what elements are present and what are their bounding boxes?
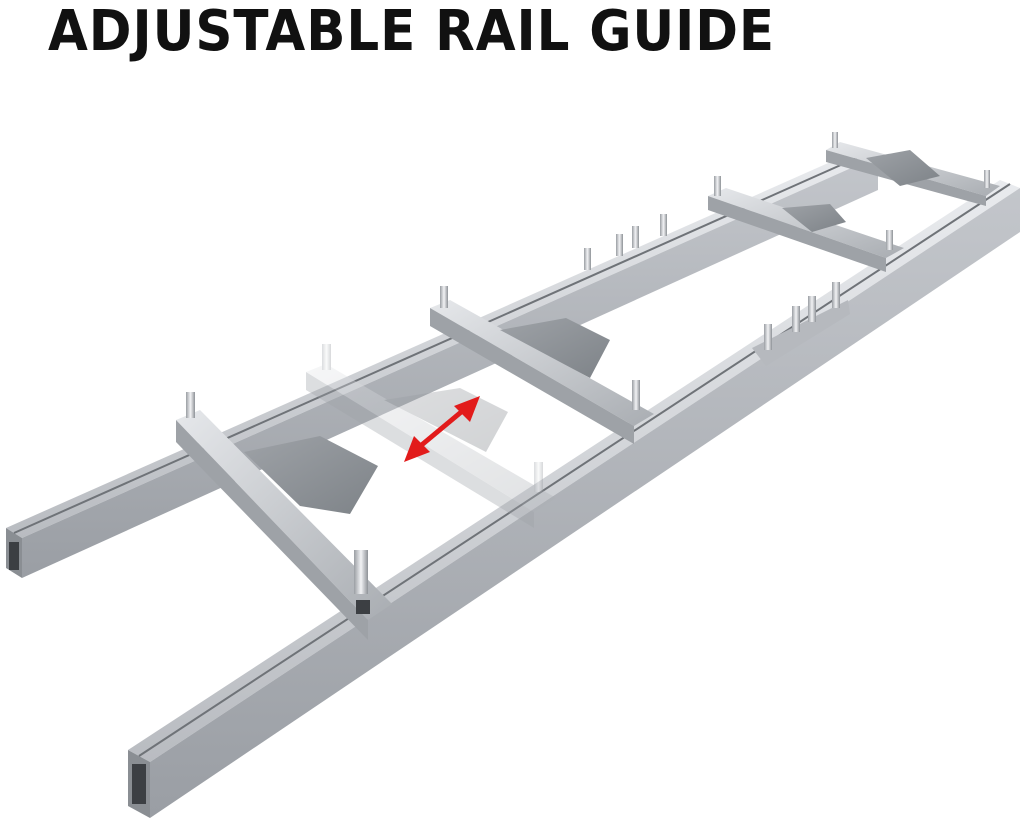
- middle-back-bracket: [708, 176, 904, 272]
- front-bracket: [176, 392, 392, 640]
- page-title: ADJUSTABLE RAIL GUIDE: [48, 0, 776, 64]
- rail-connector-right: [752, 282, 850, 366]
- rail-connector-left: [584, 214, 667, 270]
- far-bracket: [826, 132, 1000, 206]
- middle-bracket: [430, 286, 654, 444]
- double-arrow-icon: [404, 396, 480, 462]
